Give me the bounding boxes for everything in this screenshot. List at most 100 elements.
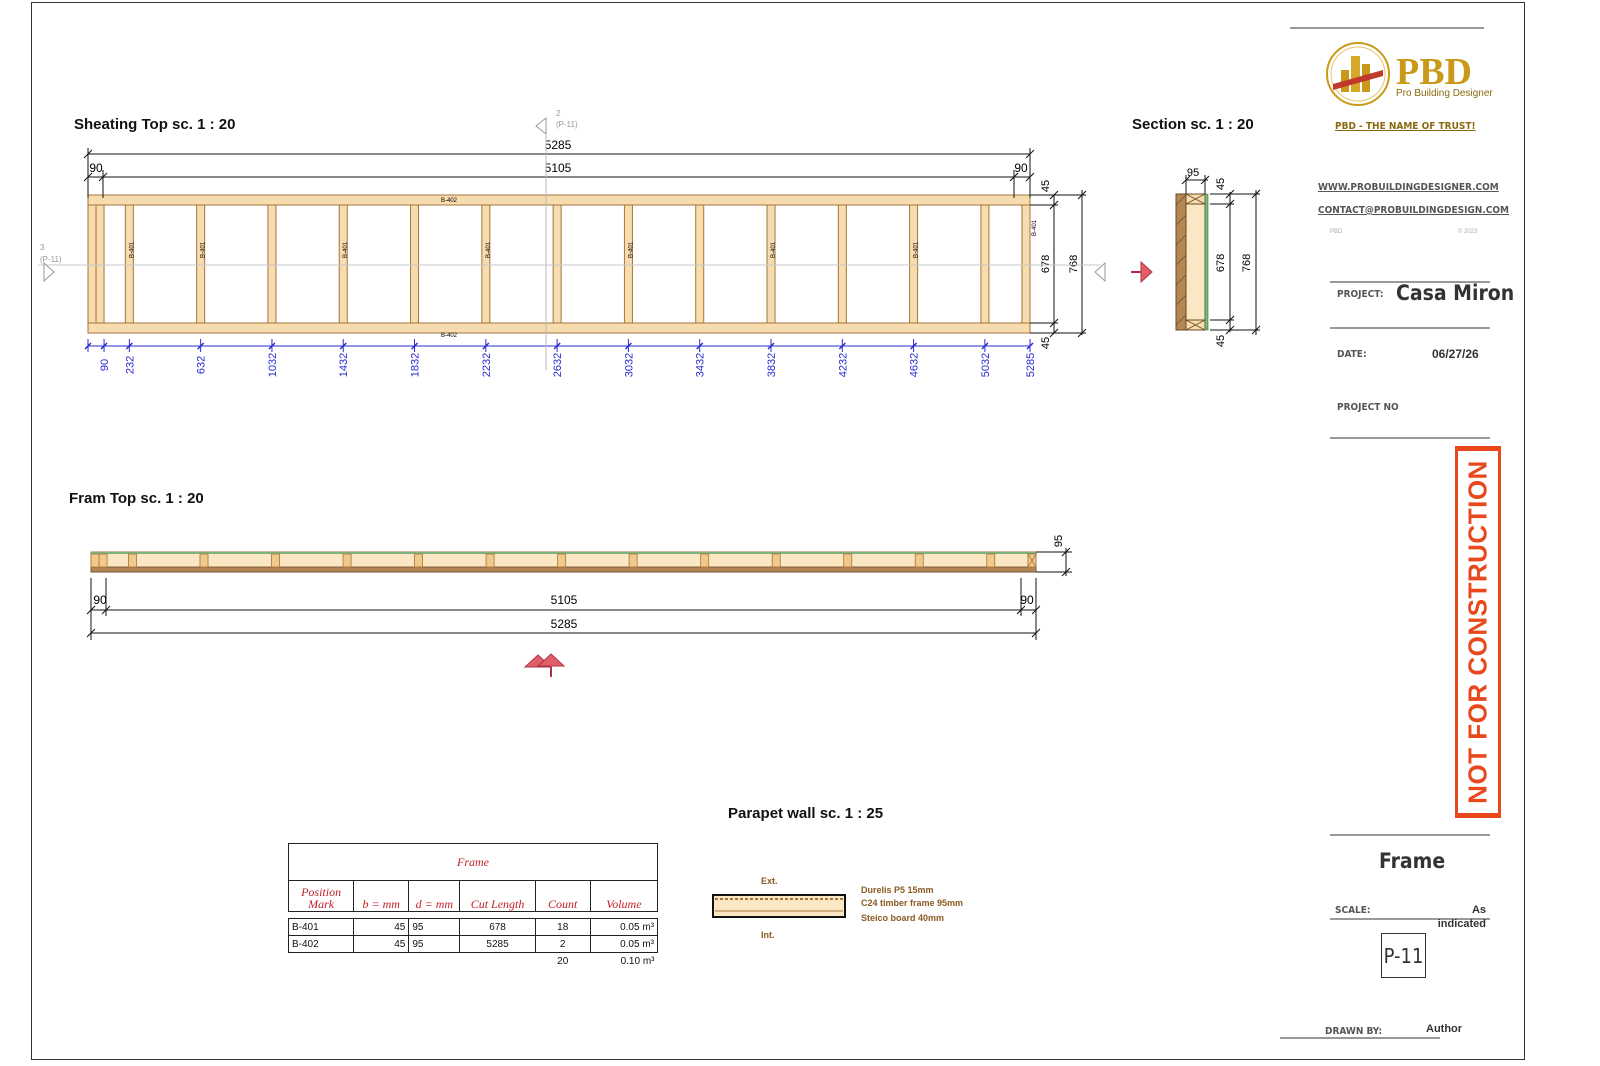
stud bbox=[623, 204, 633, 324]
plan-stud bbox=[771, 553, 781, 568]
offset-dim-slash bbox=[125, 342, 133, 350]
plan-stud bbox=[628, 553, 638, 568]
brand-email-link[interactable]: CONTACT@PROBUILDINGDESIGN.COM bbox=[1318, 205, 1509, 216]
stud-mark: B-401 bbox=[914, 241, 920, 258]
tb-small-right: © 2023 bbox=[1458, 229, 1478, 235]
section-view bbox=[1175, 193, 1209, 331]
frame-top-plan bbox=[90, 551, 1037, 573]
brand-website-link[interactable]: WWW.PROBUILDINGDESIGNER.COM bbox=[1318, 182, 1499, 193]
stud-mark-end: B-401 bbox=[1032, 219, 1038, 236]
schedule-header-volume: Volume bbox=[589, 880, 659, 912]
schedule-header-row: Position Mark b = mm d = mm Cut Length C… bbox=[287, 880, 659, 912]
offset-dim-slash bbox=[553, 342, 561, 350]
tb-small-left: PBD bbox=[1330, 229, 1343, 235]
offset-dim-label: 1032 bbox=[267, 353, 279, 377]
top-plate bbox=[87, 194, 1031, 206]
stud bbox=[766, 204, 776, 324]
offset-dim-label: 3832 bbox=[766, 353, 778, 377]
table-row: B-402 45 95 5285 2 0.05 m³ bbox=[287, 935, 659, 953]
schedule-spacer-row bbox=[288, 911, 658, 919]
schedule-cell-length: 678 bbox=[459, 918, 536, 936]
offset-dim-label: 4232 bbox=[837, 353, 849, 377]
offset-dim-label: 232 bbox=[124, 356, 136, 374]
drawn-by-label: DRAWN BY: bbox=[1325, 1026, 1383, 1037]
plan-sheathing bbox=[91, 552, 1036, 554]
logo-text: PBD bbox=[1396, 51, 1472, 93]
offset-dim-label: 3032 bbox=[623, 353, 635, 377]
plan-stud bbox=[414, 553, 423, 568]
plan-stud bbox=[128, 553, 137, 568]
section-dim-bottom-plate: 45 bbox=[1215, 335, 1227, 347]
schedule-cell-count: 18 bbox=[534, 918, 591, 936]
offset-dim-slash bbox=[411, 342, 419, 350]
schedule-cell-b: 45 bbox=[353, 935, 410, 953]
schedule-cell-volume: 0.05 m³ bbox=[589, 935, 659, 953]
offset-dim-slash bbox=[981, 342, 989, 350]
section-dimensions bbox=[1181, 175, 1261, 335]
plan-dim-inner: 5105 bbox=[551, 593, 578, 607]
schedule-cell-count: 2 bbox=[534, 935, 591, 953]
offset-dim-label: 632 bbox=[196, 356, 208, 374]
section-dim-total: 768 bbox=[1241, 254, 1253, 272]
schedule-header-b: b = mm bbox=[353, 880, 410, 912]
parapet-layer-1: Durelis P5 15mm bbox=[861, 885, 934, 895]
drawn-by-value: Author bbox=[1426, 1023, 1463, 1035]
offset-dim-label: 1432 bbox=[338, 353, 350, 377]
offset-dim-slash bbox=[268, 342, 276, 350]
offset-dim-slash bbox=[339, 342, 347, 350]
plan-stud bbox=[342, 553, 352, 568]
section-marker-sheet: (P-11) bbox=[556, 120, 578, 129]
parapet-wall-section bbox=[712, 894, 846, 918]
schedule-cell-b: 45 bbox=[353, 918, 410, 936]
plan-dim-end-left: 90 bbox=[93, 593, 107, 607]
view-title-section: Section sc. 1 : 20 bbox=[1132, 116, 1254, 133]
elevation-marker-sheet: (P-11) bbox=[40, 255, 62, 264]
stud-mark: B-401 bbox=[486, 241, 492, 258]
plan-dim-overall: 5285 bbox=[551, 617, 578, 631]
plan-stud bbox=[199, 553, 209, 568]
section-dim-depth: 95 bbox=[1187, 167, 1199, 179]
plan-stud bbox=[700, 553, 710, 568]
plan-stud bbox=[271, 553, 280, 568]
stamp-text: NOT FOR CONSTRUCTION bbox=[1462, 460, 1493, 804]
schedule-header-mark: Position Mark bbox=[287, 880, 355, 912]
view-title-frame-top: Fram Top sc. 1 : 20 bbox=[69, 490, 204, 507]
plan-board bbox=[90, 566, 1037, 573]
section-marker-number: 2 bbox=[556, 109, 561, 118]
stud bbox=[95, 204, 105, 324]
plan-end-stud-left bbox=[90, 553, 100, 568]
offset-dim-label: 2632 bbox=[552, 353, 564, 377]
stud-mark: B-401 bbox=[628, 241, 634, 258]
section-marker-top bbox=[535, 116, 547, 370]
sheet-number: P-11 bbox=[1381, 933, 1426, 978]
dim-total-height: 768 bbox=[1068, 255, 1080, 273]
schedule-cell-d: 95 bbox=[408, 918, 461, 936]
dim-overall-top: 5285 bbox=[545, 138, 572, 152]
stud bbox=[410, 204, 420, 324]
stud bbox=[338, 204, 348, 324]
offset-dim-label: 1832 bbox=[410, 353, 422, 377]
plan-dim-end-right: 90 bbox=[1020, 593, 1034, 607]
view-direction-arrow-up bbox=[523, 653, 566, 677]
offset-dim-slash bbox=[910, 342, 918, 350]
offset-dim-label: 3432 bbox=[695, 353, 707, 377]
section-dim-stud: 678 bbox=[1215, 254, 1227, 272]
offset-dim-slash bbox=[624, 342, 632, 350]
schedule-cell-mark: B-401 bbox=[287, 918, 355, 936]
offset-dim-label: 2232 bbox=[481, 353, 493, 377]
frame-schedule-table: Frame Position Mark b = mm d = mm Cut Le… bbox=[287, 843, 659, 969]
offset-dim-label: 5285 bbox=[1025, 353, 1037, 377]
plan-stud bbox=[914, 553, 924, 568]
scale-value: As indicated bbox=[1437, 904, 1486, 930]
parapet-int-label: Int. bbox=[761, 930, 775, 940]
project-label: PROJECT: bbox=[1337, 289, 1384, 300]
dim-inner-top: 5105 bbox=[545, 161, 572, 175]
date-value: 06/27/26 bbox=[1432, 347, 1479, 361]
schedule-title: Frame bbox=[288, 843, 658, 881]
brand-tagline: PBD - THE NAME OF TRUST! bbox=[1335, 121, 1476, 132]
dim-plate-top: 45 bbox=[1040, 180, 1052, 192]
view-title-parapet: Parapet wall sc. 1 : 25 bbox=[728, 805, 884, 822]
plan-stud bbox=[485, 553, 495, 568]
